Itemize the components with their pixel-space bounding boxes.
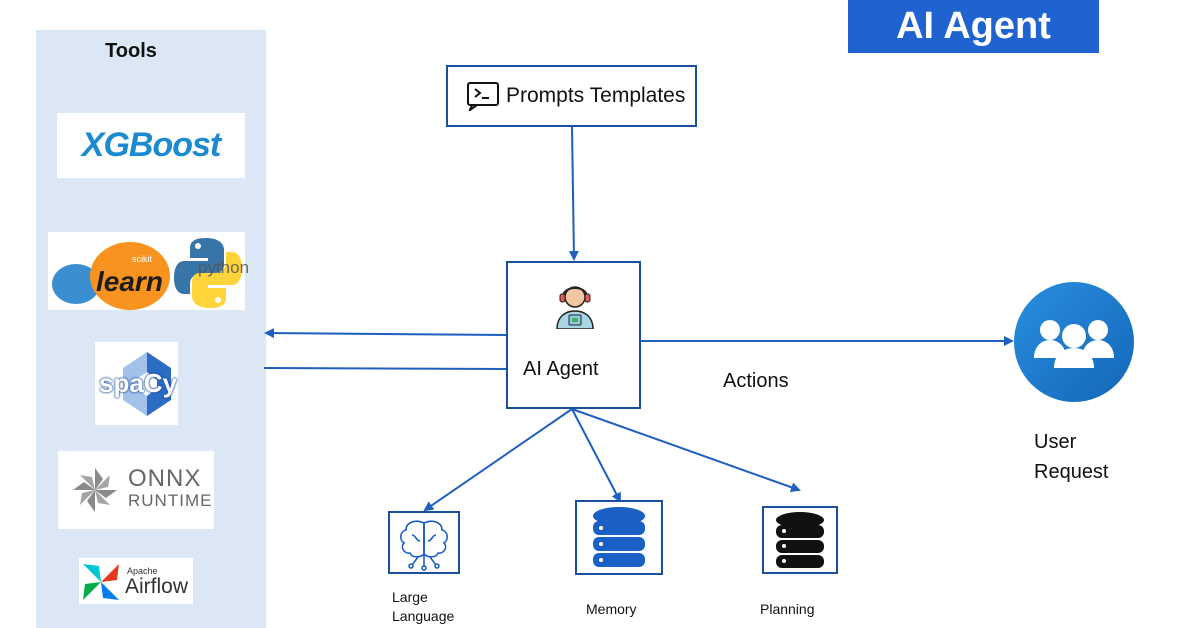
terminal-prompt-icon bbox=[467, 82, 499, 111]
agent-headset-icon bbox=[556, 286, 594, 329]
prompts-templates-label: Prompts Templates bbox=[506, 84, 686, 107]
user-label-line2: Request bbox=[1034, 461, 1109, 483]
tools-to-agent-arrow bbox=[263, 363, 516, 374]
xgboost-logo-text: XGBoost bbox=[81, 126, 221, 164]
agent-to-memory-arrow bbox=[571, 408, 621, 503]
airflow-text: Airflow bbox=[125, 575, 189, 598]
tools-title: Tools bbox=[105, 40, 157, 62]
airflow-small-text: Apache bbox=[127, 566, 158, 576]
memory-node bbox=[575, 500, 663, 575]
user-request-users-icon bbox=[1014, 282, 1134, 402]
planning-node bbox=[762, 506, 838, 574]
onnx-runtime-text: RUNTIME bbox=[128, 491, 213, 510]
onnx-logo: ONNX RUNTIME bbox=[58, 451, 214, 529]
ai-agent-label: AI Agent bbox=[523, 358, 599, 380]
prompts-to-agent-arrow bbox=[568, 126, 579, 261]
llm-label-line2: Language bbox=[392, 608, 455, 624]
airflow-pinwheel-icon bbox=[83, 564, 119, 600]
sklearn-python-logo: scikit learn python bbox=[48, 232, 249, 310]
airflow-logo: Apache Airflow bbox=[79, 558, 193, 604]
agent-to-planning-arrow bbox=[571, 408, 801, 493]
brain-circuit-icon bbox=[400, 520, 448, 571]
prompts-templates-node: Prompts Templates bbox=[446, 65, 697, 127]
xgboost-logo: XGBoost bbox=[57, 113, 245, 178]
planning-database-icon bbox=[776, 512, 824, 568]
onnx-pinwheel-icon bbox=[73, 468, 117, 512]
llm-node bbox=[388, 511, 460, 574]
llm-label: Large Language bbox=[392, 588, 454, 626]
memory-label: Memory bbox=[586, 601, 637, 617]
python-text: python bbox=[198, 258, 250, 277]
spacy-icon bbox=[123, 352, 171, 416]
sklearn-text: learn bbox=[96, 266, 163, 297]
agent-to-tools-arrow bbox=[264, 328, 507, 339]
agent-to-llm-arrow bbox=[423, 408, 573, 512]
title-banner: AI Agent bbox=[848, 0, 1099, 53]
spacy-logo: spaCy bbox=[95, 342, 178, 425]
memory-database-icon bbox=[593, 507, 645, 567]
user-label-line1: User bbox=[1034, 431, 1077, 453]
sklearn-small-text: scikit bbox=[132, 254, 152, 264]
actions-label: Actions bbox=[723, 370, 789, 392]
llm-label-line1: Large bbox=[392, 589, 428, 605]
planning-label: Planning bbox=[760, 601, 815, 617]
spacy-text: spaCy bbox=[99, 368, 178, 398]
sklearn-python-icon bbox=[52, 238, 242, 310]
ai-agent-node bbox=[506, 261, 641, 409]
onnx-text: ONNX bbox=[128, 465, 202, 492]
user-request-label: User Request bbox=[1034, 427, 1109, 487]
